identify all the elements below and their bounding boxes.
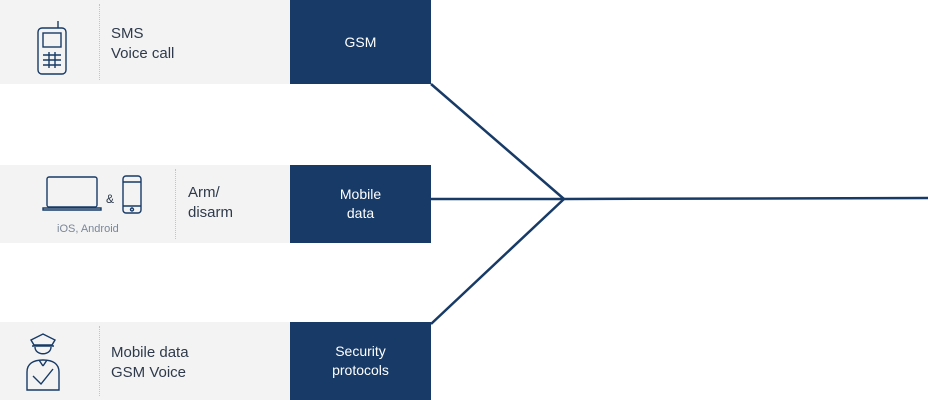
connector-gsm — [430, 83, 565, 200]
connector-security — [430, 198, 565, 325]
security-box-line-2: protocols — [332, 362, 389, 378]
security-line-2: GSM Voice — [111, 364, 187, 381]
mobile-data-box-line-2: data — [346, 205, 375, 221]
gsm-line-1: SMS — [111, 25, 144, 42]
gsm-panel — [0, 0, 290, 84]
gsm-box-label: GSM — [344, 33, 377, 50]
security-description: Mobile data GSM Voice — [111, 343, 189, 383]
gsm-description: SMS Voice call — [111, 24, 174, 64]
mobile-data-box-line-1: Mobile — [339, 186, 382, 202]
smartphone-icon — [121, 175, 143, 220]
connector-output — [563, 196, 928, 201]
gsm-line-2: Voice call — [111, 45, 175, 62]
mobile-phone-icon — [34, 18, 70, 81]
gsm-divider — [99, 4, 100, 80]
mobile-data-panel — [0, 165, 290, 243]
security-divider — [99, 326, 100, 396]
security-line-1: Mobile data — [111, 344, 189, 361]
ampersand: & — [106, 192, 115, 206]
security-guard-icon — [24, 332, 62, 397]
security-box-line-1: Security — [335, 343, 386, 359]
security-box: Security protocols — [290, 322, 431, 400]
mobile-data-divider — [175, 169, 176, 239]
mobile-data-box: Mobile data — [290, 165, 431, 243]
gsm-box: GSM — [290, 0, 431, 84]
mobile-data-line-1: Arm/ — [188, 184, 220, 201]
laptop-icon — [42, 175, 102, 218]
mobile-data-description: Arm/ disarm — [188, 183, 233, 223]
platform-label: iOS, Android — [57, 223, 119, 235]
mobile-data-line-2: disarm — [188, 204, 234, 221]
